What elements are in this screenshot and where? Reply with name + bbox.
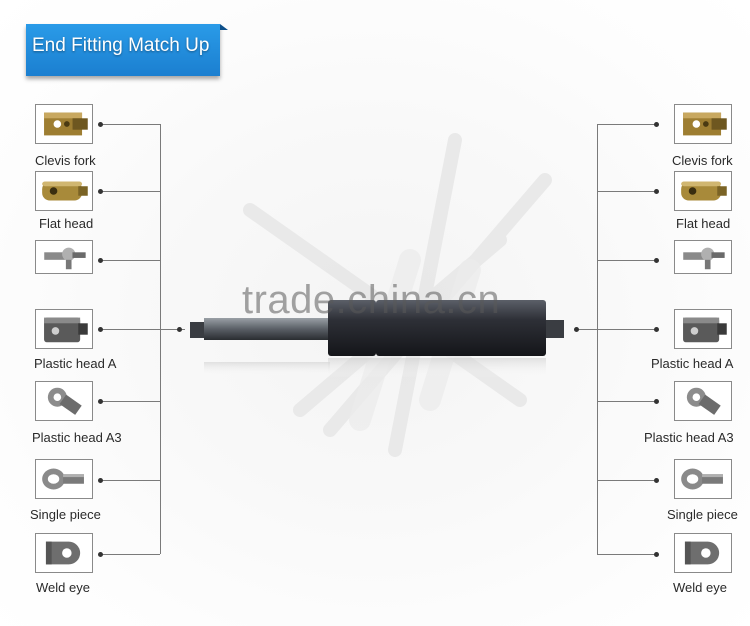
connector-dot xyxy=(98,399,103,404)
flat-head-icon xyxy=(681,181,727,201)
right-connector xyxy=(578,329,657,330)
fitting-label: Clevis fork xyxy=(35,153,96,168)
left-bracket-line xyxy=(160,124,161,554)
connector-dot xyxy=(654,552,659,557)
connector-dot xyxy=(98,552,103,557)
thumb-clevis-fork xyxy=(674,104,732,144)
connector-dot xyxy=(98,258,103,263)
thumb-flat-head xyxy=(35,171,93,211)
plastic-head-a-icon xyxy=(683,317,727,343)
weld-eye-icon xyxy=(684,541,720,565)
left-connector xyxy=(100,260,160,261)
connector-dot xyxy=(654,189,659,194)
left-connector xyxy=(100,401,160,402)
right-bracket-line xyxy=(597,124,598,554)
connector-dot xyxy=(654,258,659,263)
thumb-weld-eye xyxy=(674,533,732,573)
left-connector xyxy=(100,480,160,481)
left-connector xyxy=(100,191,160,192)
fitting-label: Single piece xyxy=(30,507,101,522)
fitting-label: Flat head xyxy=(676,216,731,231)
thumb-ball-socket xyxy=(35,240,93,274)
thumb-clevis-fork xyxy=(35,104,93,144)
connector-dot xyxy=(98,327,103,332)
fitting-label: Plastic head A3 xyxy=(32,430,122,445)
connector-dot xyxy=(177,327,182,332)
left-connector xyxy=(100,554,160,555)
thumb-plastic-head-a xyxy=(35,309,93,349)
single-piece-icon xyxy=(42,468,84,490)
plastic-head-a-icon xyxy=(44,317,88,343)
fitting-label: Weld eye xyxy=(673,580,727,595)
plastic-head-a3-icon xyxy=(686,387,721,415)
right-connector xyxy=(597,401,657,402)
plastic-head-a3-icon xyxy=(47,387,82,415)
single-piece-icon xyxy=(681,468,723,490)
right-connector xyxy=(597,480,657,481)
thumb-ball-socket xyxy=(674,240,732,274)
watermark: trade.china.cn xyxy=(242,278,501,322)
connector-dot xyxy=(654,399,659,404)
fitting-label: Flat head xyxy=(39,216,94,231)
thumb-flat-head xyxy=(674,171,732,211)
ball-socket-icon xyxy=(44,247,86,270)
right-connector xyxy=(597,554,657,555)
right-connector xyxy=(597,191,657,192)
connector-dot xyxy=(654,478,659,483)
clevis-fork-icon xyxy=(683,112,727,136)
fitting-label: Plastic head A xyxy=(34,356,117,371)
thumb-plastic-head-a3 xyxy=(674,381,732,421)
connector-dot xyxy=(98,189,103,194)
left-connector xyxy=(100,124,160,125)
clevis-fork-icon xyxy=(44,112,88,136)
thumb-single-piece xyxy=(674,459,732,499)
fitting-label: Single piece xyxy=(667,507,738,522)
right-connector xyxy=(597,124,657,125)
weld-eye-icon xyxy=(45,541,81,565)
ball-socket-icon xyxy=(683,247,725,270)
right-connector xyxy=(597,260,657,261)
connector-dot xyxy=(654,122,659,127)
connector-dot xyxy=(574,327,579,332)
section-banner: End Fitting Match Up xyxy=(26,24,228,80)
fitting-label: Plastic head A3 xyxy=(644,430,734,445)
flat-head-icon xyxy=(42,181,88,201)
connector-dot xyxy=(654,327,659,332)
connector-dot xyxy=(98,122,103,127)
fitting-label: Weld eye xyxy=(36,580,90,595)
thumb-single-piece xyxy=(35,459,93,499)
fitting-label: Plastic head A xyxy=(651,356,734,371)
thumb-weld-eye xyxy=(35,533,93,573)
fitting-label: Clevis fork xyxy=(672,153,733,168)
banner-title: End Fitting Match Up xyxy=(32,35,210,56)
left-connector xyxy=(100,329,185,330)
thumb-plastic-head-a3 xyxy=(35,381,93,421)
thumb-plastic-head-a xyxy=(674,309,732,349)
connector-dot xyxy=(98,478,103,483)
